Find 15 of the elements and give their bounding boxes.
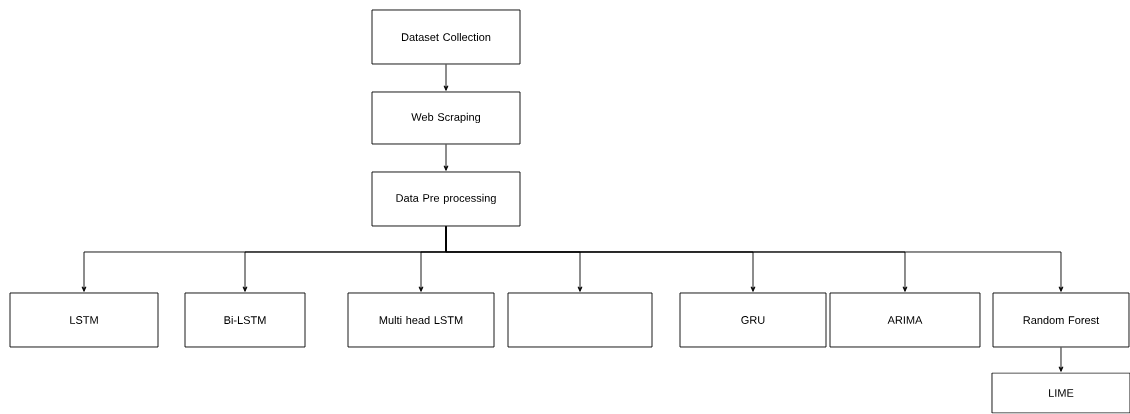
process-box: Data Pre processing bbox=[371, 171, 521, 227]
arrow bbox=[445, 226, 1064, 292]
process-box: LIME bbox=[991, 372, 1130, 414]
process-box: ARIMA bbox=[829, 292, 981, 348]
empty-box bbox=[507, 292, 653, 348]
process-box: Web Scraping bbox=[371, 91, 521, 145]
process-box: LSTM bbox=[9, 292, 159, 348]
process-box: Dataset Collection bbox=[371, 9, 521, 65]
process-box: GRU bbox=[679, 292, 827, 348]
arrow bbox=[443, 144, 449, 171]
process-box: Bi-LSTM bbox=[184, 292, 306, 348]
arrow bbox=[1058, 347, 1064, 372]
arrow bbox=[443, 64, 449, 91]
process-box: Multi head LSTM bbox=[347, 292, 495, 348]
process-box: Random Forest bbox=[992, 292, 1130, 348]
